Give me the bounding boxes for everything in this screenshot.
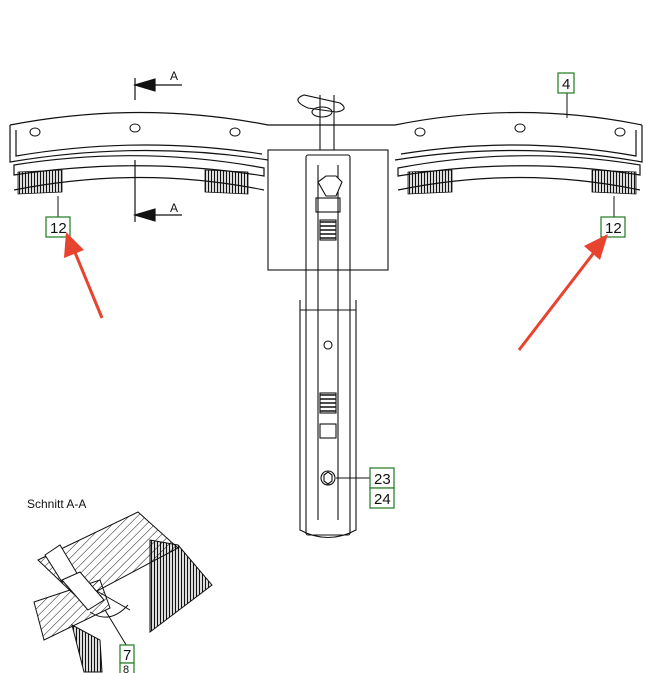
brush-segments xyxy=(17,169,637,195)
label-screw-number-top: 23 xyxy=(374,471,391,488)
brush-plate xyxy=(9,111,643,191)
plate-bolts xyxy=(29,123,626,137)
label-brush-right-number: 12 xyxy=(605,220,622,237)
center-housing xyxy=(267,94,389,539)
section-marker-letter-bottom: A xyxy=(170,201,178,215)
section-title: Schnitt A-A xyxy=(27,497,86,511)
label-screw-number-bottom: 24 xyxy=(374,491,391,508)
label-brush-left-number: 12 xyxy=(50,220,67,237)
section-marker-letter-top: A xyxy=(170,69,178,83)
part-label-boxes xyxy=(45,72,626,673)
leader-lines xyxy=(57,93,615,649)
label-section-part-bottom: 8 xyxy=(123,664,129,673)
red-arrows xyxy=(64,232,608,351)
label-section-part-top: 7 xyxy=(123,647,131,664)
section-marker xyxy=(132,78,182,222)
section-detail xyxy=(33,511,213,673)
label-plate-number: 4 xyxy=(562,76,570,93)
